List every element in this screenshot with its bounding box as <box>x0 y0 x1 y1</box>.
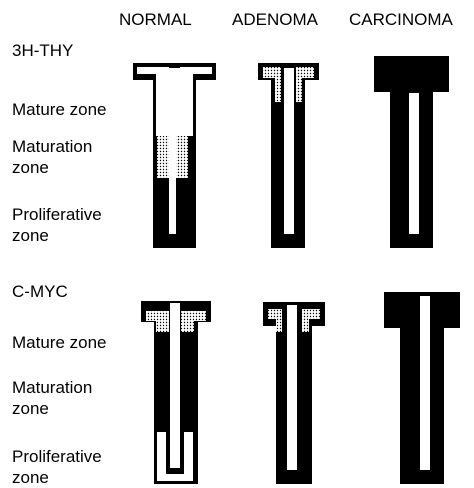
crypt-c-myc-normal <box>141 301 211 484</box>
crypt-3h-thy-normal <box>133 63 216 248</box>
crypt-c-myc-adenoma <box>263 302 325 484</box>
crypt-3h-thy-carcinoma <box>374 56 449 248</box>
crypt-c-myc-carcinoma <box>384 292 460 484</box>
zone-label-proliferative: Proliferative zone <box>12 446 102 488</box>
zone-label-mature: Mature zone <box>12 332 107 353</box>
zone-label-maturation: Maturation zone <box>12 377 92 419</box>
crypt-3h-thy-adenoma <box>258 63 319 248</box>
panel-title-c-myc: C-MYC <box>12 281 68 302</box>
